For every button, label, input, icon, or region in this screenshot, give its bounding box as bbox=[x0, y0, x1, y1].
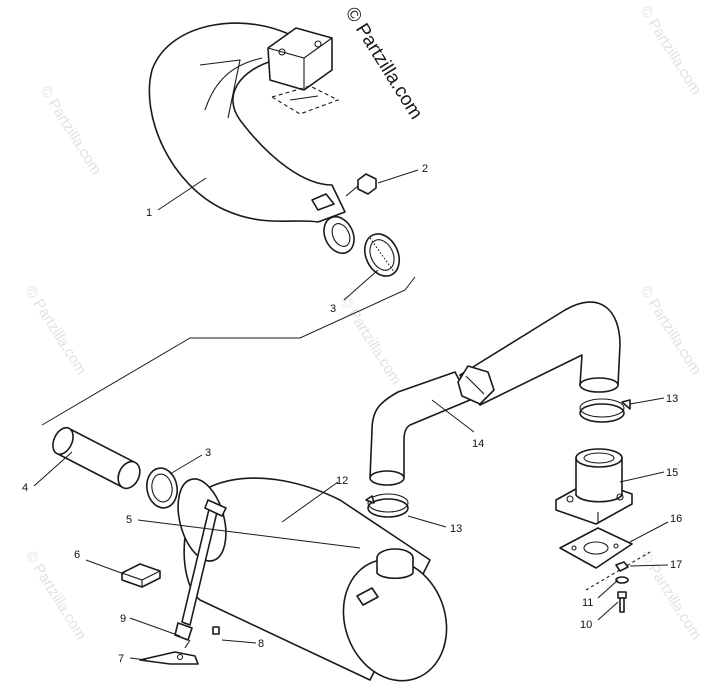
part-14-elbow-pipe bbox=[369, 301, 621, 486]
part-8-rivet bbox=[212, 626, 220, 635]
watermark-faint: © Partzilla.com bbox=[337, 293, 405, 388]
part-3-clamp-lower bbox=[146, 467, 178, 509]
callout-13-upper: 13 bbox=[666, 393, 678, 405]
callout-16: 16 bbox=[670, 513, 682, 525]
callout-7: 7 bbox=[118, 653, 124, 665]
callout-3-lower: 3 bbox=[205, 447, 211, 459]
callout-3-upper: 3 bbox=[330, 303, 336, 315]
watermark-faint: © Partzilla.com bbox=[22, 283, 90, 378]
part-13-clamp-upper bbox=[579, 398, 631, 423]
part-11-washer bbox=[615, 576, 629, 584]
callout-4: 4 bbox=[22, 482, 28, 494]
callout-5: 5 bbox=[126, 514, 132, 526]
watermark-faint: © Partzilla.com bbox=[22, 548, 90, 643]
part-2-fitting bbox=[345, 173, 377, 197]
part-15-flange-adapter bbox=[555, 448, 633, 525]
watermark-main: © Partzilla.com bbox=[341, 4, 427, 124]
part-5-strap bbox=[174, 499, 227, 641]
callout-10: 10 bbox=[580, 619, 592, 631]
part-1-exhaust-pipe bbox=[148, 22, 355, 255]
callout-labels: 1 2 3 3 4 5 6 7 8 9 10 11 12 13 13 14 15… bbox=[22, 163, 682, 665]
callout-6: 6 bbox=[74, 549, 80, 561]
part-16-gasket bbox=[559, 527, 651, 591]
connector-line bbox=[41, 276, 416, 426]
watermark-faint: © Partzilla.com bbox=[637, 283, 705, 378]
part-6-pad bbox=[121, 563, 161, 588]
part-7-bracket bbox=[139, 639, 199, 665]
part-13-clamp-lower bbox=[365, 493, 409, 518]
watermark-faint: © Partzilla.com bbox=[637, 3, 705, 98]
exhaust-manifold-flange bbox=[267, 27, 340, 115]
callout-12: 12 bbox=[336, 475, 348, 487]
part-3-clamp-upper bbox=[363, 233, 401, 277]
callout-9: 9 bbox=[120, 613, 126, 625]
part-10-bolt bbox=[617, 591, 627, 613]
callout-2: 2 bbox=[422, 163, 428, 175]
part-17-nut bbox=[615, 561, 629, 572]
leader-lines bbox=[33, 169, 669, 661]
callout-17: 17 bbox=[670, 559, 682, 571]
part-4-coupler bbox=[52, 426, 141, 490]
callout-14: 14 bbox=[472, 438, 484, 450]
callout-15: 15 bbox=[666, 467, 678, 479]
callout-1: 1 bbox=[146, 207, 152, 219]
part-12-muffler bbox=[177, 477, 448, 682]
callout-8: 8 bbox=[258, 638, 264, 650]
watermark-faint: © Partzilla.com bbox=[37, 83, 105, 178]
callout-11: 11 bbox=[582, 597, 593, 609]
callout-13-lower: 13 bbox=[450, 523, 462, 535]
